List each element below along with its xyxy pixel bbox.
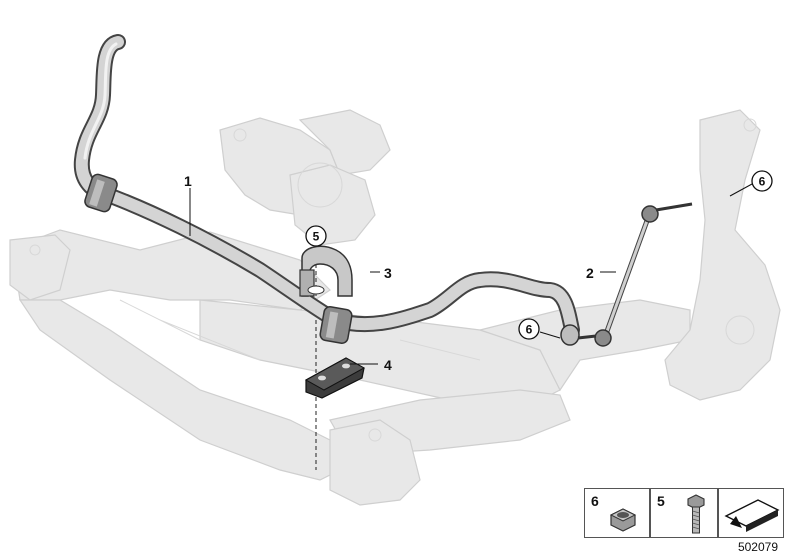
- callout-5: 5: [313, 230, 320, 244]
- callout-6a-circle: 6: [518, 318, 540, 340]
- legend-nut-box: 6: [584, 488, 650, 538]
- stabilizer-link: [577, 202, 693, 347]
- callout-3: 3: [384, 265, 392, 281]
- legend-bolt-box: 5: [650, 488, 718, 538]
- front-direction-arrow-icon: [724, 499, 780, 532]
- callout-6-link-lower: 6: [526, 323, 533, 337]
- drawing-number: 502079: [737, 540, 778, 554]
- legend-front-direction-box: [718, 488, 784, 538]
- callout-6b-circle: 6: [751, 170, 773, 192]
- hex-nut-icon: [609, 508, 637, 532]
- legend-nut-number: 6: [591, 493, 599, 509]
- stabilizer-bar-end: [560, 324, 580, 346]
- stabilizer-bushing-left: [84, 173, 118, 213]
- stabilizer-bracket: [299, 245, 353, 297]
- legend-bolt-number: 5: [657, 493, 665, 509]
- callout-2: 2: [586, 265, 594, 281]
- callout-5-circle: 5: [305, 225, 327, 247]
- front-subframe: [9, 109, 781, 506]
- callout-1: 1: [184, 173, 192, 189]
- leader-lines: [189, 183, 753, 365]
- callout-6-link-upper: 6: [759, 175, 766, 189]
- callout-4: 4: [384, 357, 392, 373]
- stabilizer-bar: [73, 34, 580, 338]
- stabilizer-bushing-right: [319, 306, 353, 344]
- bolt-icon: [687, 494, 705, 534]
- mounting-plate: [304, 357, 366, 399]
- frame-details: [29, 118, 757, 442]
